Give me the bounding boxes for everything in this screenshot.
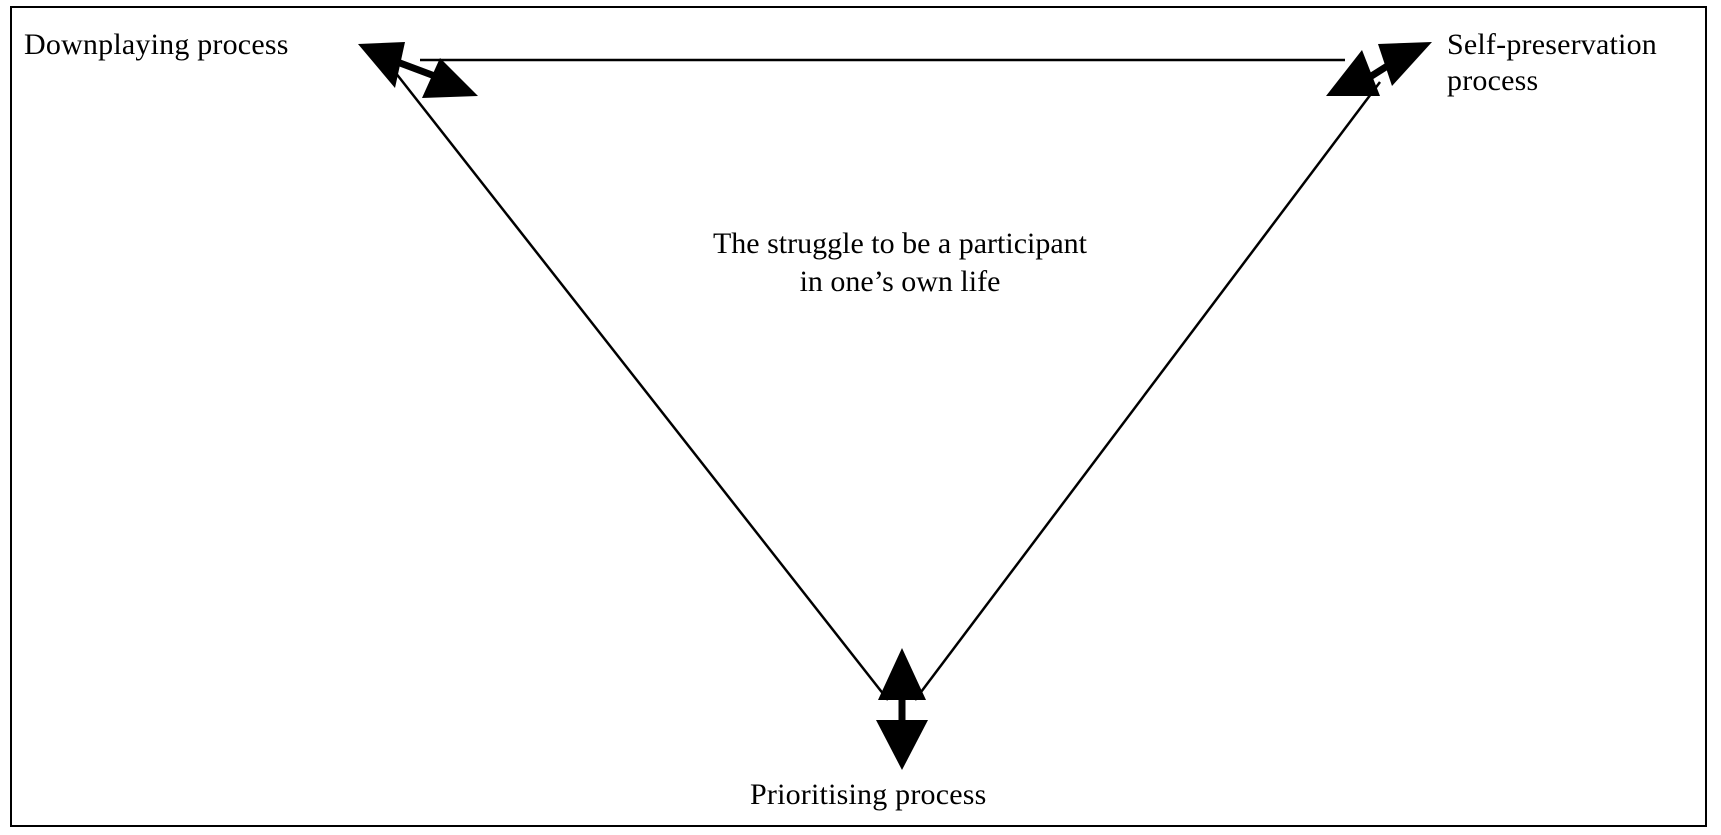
arrowhead-prioritising-down: [876, 720, 928, 770]
node-label-downplaying: Downplaying process: [24, 28, 289, 61]
arrowhead-selfpreservation-out: [1378, 42, 1432, 86]
double-arrow-selfpreservation: [1326, 42, 1432, 96]
arrowhead-prioritising-up: [878, 648, 926, 700]
diagram-frame: [10, 6, 1707, 827]
double-arrow-downplaying: [358, 42, 478, 98]
edge-downplaying-prioritising: [394, 71, 889, 701]
node-label-self-preservation: Self-preservation process: [1447, 27, 1657, 99]
central-theme-line1: The struggle to be a participant: [712, 227, 1088, 260]
node-label-prioritising: Prioritising process: [750, 778, 987, 811]
node-label-self-preservation-line1: Self-preservation: [1447, 28, 1657, 61]
arrowhead-selfpreservation-in: [1326, 50, 1380, 96]
arrowhead-downplaying-out: [422, 58, 478, 98]
central-theme-line2: in one’s own life: [799, 265, 1001, 298]
central-theme: The struggle to be a participant in one’…: [600, 225, 1200, 301]
edge-selfpreservation-prioritising: [914, 81, 1381, 701]
arrowhead-downplaying-in: [358, 42, 405, 88]
double-arrow-prioritising: [876, 648, 928, 770]
node-label-self-preservation-line2: process: [1447, 64, 1539, 97]
